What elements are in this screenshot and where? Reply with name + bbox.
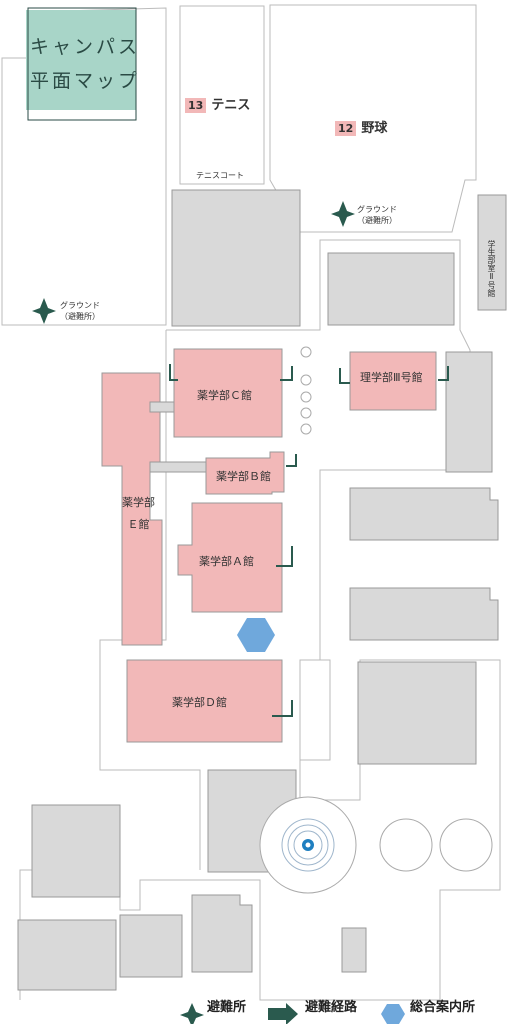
- marker-circle-2: [300, 374, 312, 386]
- tennis-court-label: テニスコート: [196, 171, 244, 180]
- building-b-label: 薬学部Ｂ館: [216, 470, 271, 483]
- building-e-line2: Ｅ館: [127, 518, 150, 531]
- gray-building-ne: [327, 252, 455, 326]
- fountain-core: [305, 842, 311, 848]
- marker-circle-5: [300, 423, 312, 435]
- ground-1-sub: （避難所）: [60, 312, 100, 321]
- legend-info-icon: [381, 1004, 405, 1024]
- baseball-number: 12: [335, 121, 357, 136]
- building-a: [177, 502, 283, 613]
- fountain-ring-2: [287, 824, 329, 866]
- inner-road-outline: [99, 330, 201, 870]
- route-c-right: [280, 366, 293, 381]
- student-room-label: 学生部室Ⅱ号館: [487, 240, 496, 297]
- legend-info-label: 総合案内所: [410, 1000, 476, 1015]
- shelter-star-1-icon: [32, 298, 56, 324]
- ground-2-name: グラウンド: [357, 205, 397, 214]
- connector-e-c: [149, 401, 175, 413]
- marker-circle-1: [300, 346, 312, 358]
- tennis-court-outline: [179, 5, 265, 185]
- route-c-left: [169, 364, 178, 381]
- tennis-label: 13 テニス: [185, 94, 250, 113]
- ground-label-2: グラウンド （避難所）: [357, 204, 397, 226]
- title-bg: [26, 10, 136, 110]
- building-e-label: 薬学部 Ｅ館: [122, 492, 155, 536]
- gray-building-mid-1: [349, 487, 499, 541]
- tennis-number: 13: [185, 98, 207, 113]
- building-c: [173, 348, 283, 438]
- gray-building-north: [171, 189, 301, 327]
- building-c-label: 薬学部Ｃ館: [197, 389, 252, 402]
- gray-building-r3-annex: [445, 351, 493, 473]
- legend-route-icon: [268, 1003, 298, 1024]
- gray-building-sw: [31, 804, 121, 898]
- connector-e-b: [149, 461, 207, 473]
- building-r3: [349, 351, 437, 411]
- legend-route-label: 避難経路: [305, 1000, 358, 1015]
- marker-circle-3: [300, 391, 312, 403]
- building-e-line1: 薬学部: [122, 496, 155, 509]
- ground-label-1: グラウンド （避難所）: [60, 300, 100, 322]
- gray-building-mid-2: [349, 587, 499, 641]
- lower-road-outline: [299, 659, 331, 761]
- circle-deco-1: [379, 818, 433, 872]
- campus-road-outline: [19, 239, 501, 1001]
- gray-building-student-room: [477, 194, 507, 311]
- baseball-field-outline: [269, 4, 477, 233]
- building-d-label: 薬学部Ｄ館: [172, 696, 227, 709]
- map-title-line1: キャンパス: [30, 36, 141, 58]
- gray-building-s-2: [191, 894, 253, 973]
- marker-circle-4: [300, 407, 312, 419]
- info-center-icon[interactable]: [237, 618, 275, 652]
- ground-2-sub: （避難所）: [357, 216, 397, 225]
- building-e: [101, 372, 163, 646]
- building-b: [205, 451, 285, 495]
- circle-deco-2: [439, 818, 493, 872]
- route-d: [272, 700, 293, 717]
- building-r3-label: 理学部Ⅲ号館: [360, 371, 423, 384]
- baseball-name: 野球: [361, 121, 388, 136]
- title-frame: [27, 7, 137, 121]
- fountain-ring-3: [293, 830, 323, 860]
- tennis-name: テニス: [211, 98, 251, 113]
- gray-building-se: [357, 661, 477, 765]
- route-a: [276, 546, 293, 567]
- legend-shelter-icon: [180, 1003, 204, 1024]
- baseball-label: 12 野球: [335, 117, 387, 136]
- shelter-star-2-icon: [331, 201, 355, 227]
- route-r3-right: [438, 366, 449, 381]
- map-title-line2: 平面マップ: [30, 70, 141, 92]
- gray-building-s-3: [341, 927, 367, 973]
- route-r3-left: [339, 368, 350, 384]
- gray-building-s-1: [119, 914, 183, 978]
- gray-building-sw-2: [17, 919, 117, 991]
- building-d: [126, 659, 283, 743]
- ground-1-name: グラウンド: [60, 301, 100, 310]
- building-a-label: 薬学部Ａ館: [199, 555, 254, 568]
- legend-shelter-label: 避難所: [207, 1000, 247, 1015]
- route-b: [286, 454, 297, 467]
- fountain-ring-1: [281, 818, 335, 872]
